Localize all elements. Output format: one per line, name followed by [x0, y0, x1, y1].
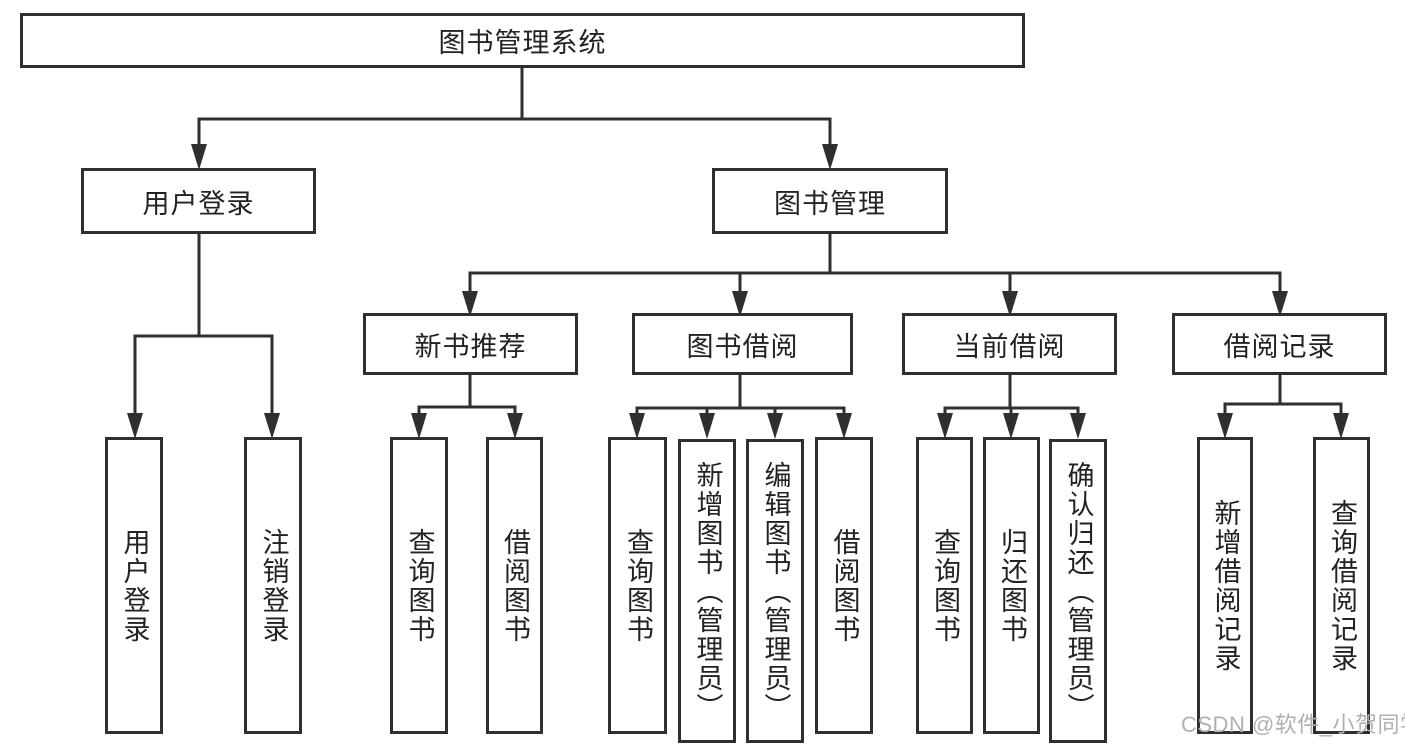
- leaf-records-add-record-label: 新增借阅记录: [1210, 498, 1241, 673]
- leaf-user-login-label: 用户登录: [119, 527, 150, 644]
- leaf-current-return-books: 归还图书: [983, 437, 1040, 734]
- node-user-login: 用户登录: [81, 168, 316, 234]
- node-book-borrow-label: 图书借阅: [686, 331, 799, 362]
- leaf-user-login: 用户登录: [105, 437, 163, 734]
- leaf-current-confirm-return-admin-label: 确认归还（管理员）: [1063, 460, 1094, 722]
- leaf-borrow-add-books-admin-label: 新增图书（管理员）: [692, 460, 723, 722]
- leaf-borrow-query-books-label: 查询图书: [623, 527, 653, 644]
- leaf-newbook-query-books: 查询图书: [390, 437, 448, 734]
- leaf-newbook-borrow-books-label: 借阅图书: [500, 527, 530, 644]
- leaf-logout: 注销登录: [244, 437, 302, 734]
- leaf-current-return-books-label: 归还图书: [997, 527, 1027, 644]
- node-new-book-recommend-label: 新书推荐: [414, 331, 527, 362]
- leaf-borrow-edit-books-admin: 编辑图书（管理员）: [746, 439, 804, 743]
- leaf-records-query-record-label: 查询借阅记录: [1327, 498, 1357, 673]
- node-current-borrow-label: 当前借阅: [953, 331, 1066, 362]
- node-new-book-recommend: 新书推荐: [363, 313, 578, 375]
- leaf-current-query-books-label: 查询图书: [930, 527, 960, 644]
- leaf-current-confirm-return-admin: 确认归还（管理员）: [1049, 439, 1107, 743]
- node-root-label: 图书管理系统: [438, 28, 607, 58]
- leaf-borrow-borrow-books: 借阅图书: [815, 437, 873, 734]
- leaf-borrow-edit-books-admin-label: 编辑图书（管理员）: [760, 460, 791, 722]
- leaf-logout-label: 注销登录: [258, 527, 289, 644]
- node-borrow-records-label: 借阅记录: [1223, 331, 1336, 362]
- leaf-newbook-borrow-books: 借阅图书: [486, 437, 543, 734]
- node-book-borrow: 图书借阅: [632, 313, 853, 375]
- watermark: CSDN @软件_小贺同学: [1181, 712, 1405, 737]
- node-user-login-label: 用户登录: [142, 188, 255, 219]
- leaf-current-query-books: 查询图书: [916, 437, 973, 734]
- leaf-borrow-borrow-books-label: 借阅图书: [829, 527, 860, 644]
- leaf-borrow-query-books: 查询图书: [608, 437, 667, 734]
- leaf-newbook-query-books-label: 查询图书: [404, 527, 435, 644]
- node-borrow-records: 借阅记录: [1172, 313, 1387, 375]
- node-book-management: 图书管理: [712, 168, 948, 234]
- leaf-records-add-record: 新增借阅记录: [1197, 437, 1253, 734]
- node-root: 图书管理系统: [20, 13, 1025, 68]
- node-book-management-label: 图书管理: [774, 188, 886, 219]
- leaf-borrow-add-books-admin: 新增图书（管理员）: [678, 439, 736, 743]
- leaf-records-query-record: 查询借阅记录: [1313, 437, 1370, 734]
- node-current-borrow: 当前借阅: [902, 313, 1117, 375]
